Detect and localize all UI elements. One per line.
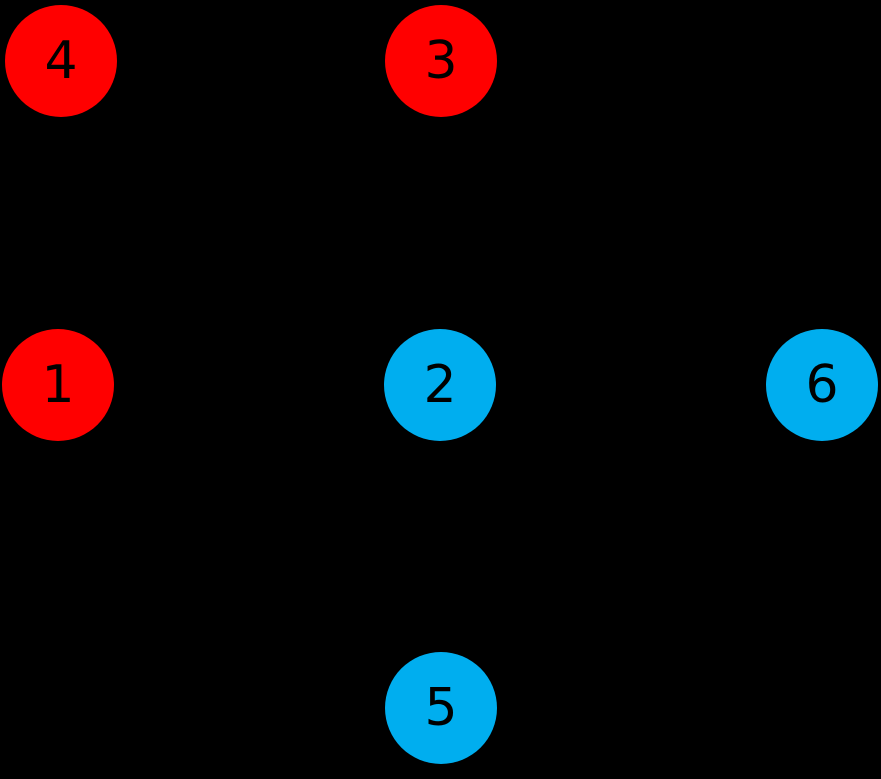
node-label-2: 2 <box>423 355 457 415</box>
node-label-1: 1 <box>41 355 75 415</box>
graph-node-1: 1 <box>2 329 114 441</box>
graph-node-2: 2 <box>384 329 496 441</box>
node-label-4: 4 <box>44 31 78 91</box>
node-label-6: 6 <box>805 355 839 415</box>
graph-node-6: 6 <box>766 329 878 441</box>
graph-node-3: 3 <box>385 5 497 117</box>
graph-node-4: 4 <box>5 5 117 117</box>
node-label-5: 5 <box>424 678 458 738</box>
node-label-3: 3 <box>424 31 458 91</box>
graph-node-5: 5 <box>385 652 497 764</box>
